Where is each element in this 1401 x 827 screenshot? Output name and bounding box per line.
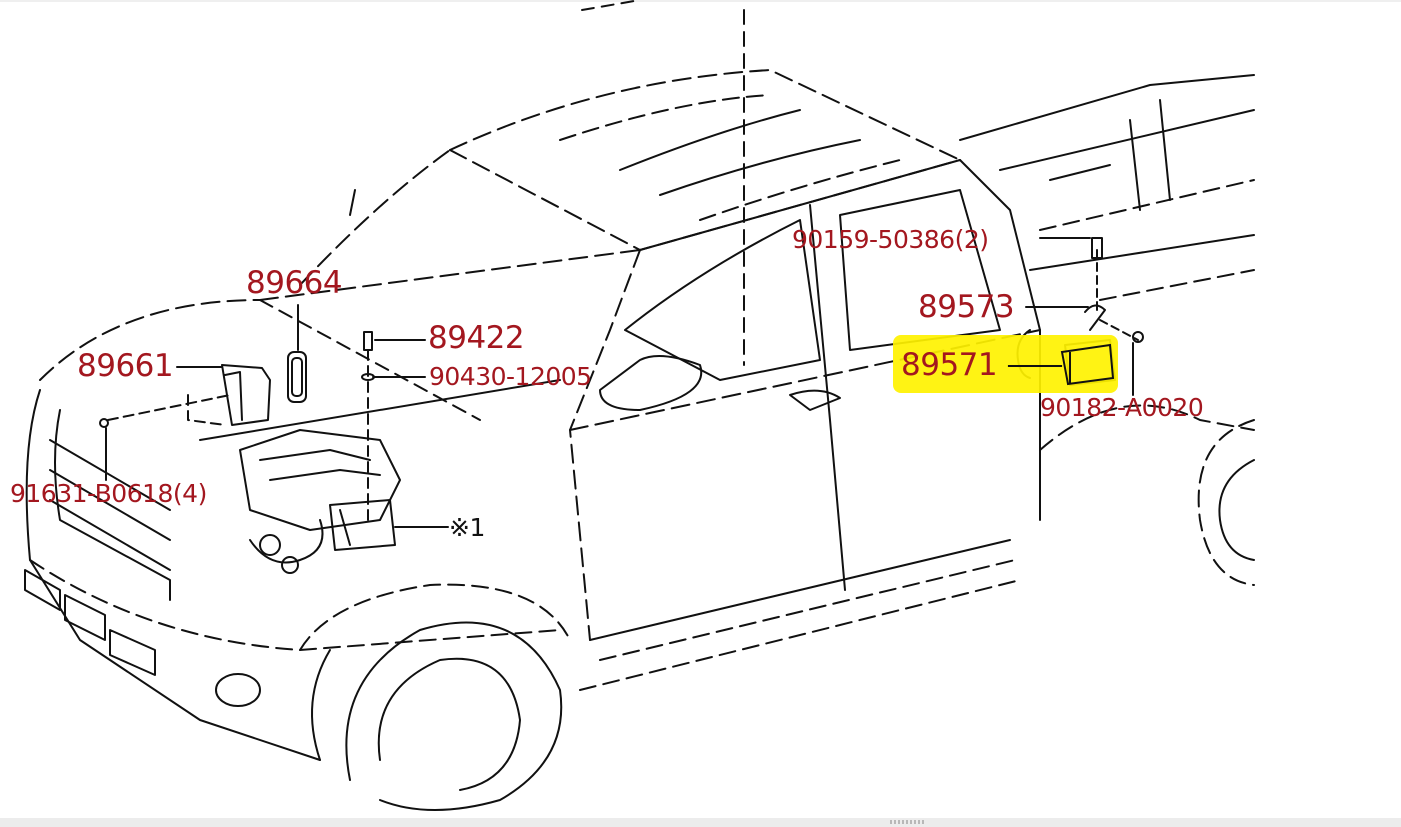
callout-reference-1: ※1 bbox=[449, 513, 485, 542]
callout-91631-B0618[interactable]: 91631-B0618(4) bbox=[10, 479, 207, 508]
bottom-scroll-bar[interactable] bbox=[0, 818, 1401, 827]
callout-89571[interactable]: 89571 bbox=[901, 347, 998, 383]
callout-90430-12005[interactable]: 90430-12005 bbox=[429, 362, 592, 391]
callout-89573[interactable]: 89573 bbox=[918, 289, 1015, 325]
drag-grip-icon[interactable] bbox=[890, 820, 926, 824]
callout-89661[interactable]: 89661 bbox=[77, 348, 174, 384]
callout-90182-A0020[interactable]: 90182-A0020 bbox=[1040, 393, 1204, 422]
top-border bbox=[0, 0, 1401, 2]
callout-89664[interactable]: 89664 bbox=[246, 265, 343, 301]
callout-89422[interactable]: 89422 bbox=[428, 320, 525, 356]
callout-90159-50386[interactable]: 90159-50386(2) bbox=[792, 225, 989, 254]
